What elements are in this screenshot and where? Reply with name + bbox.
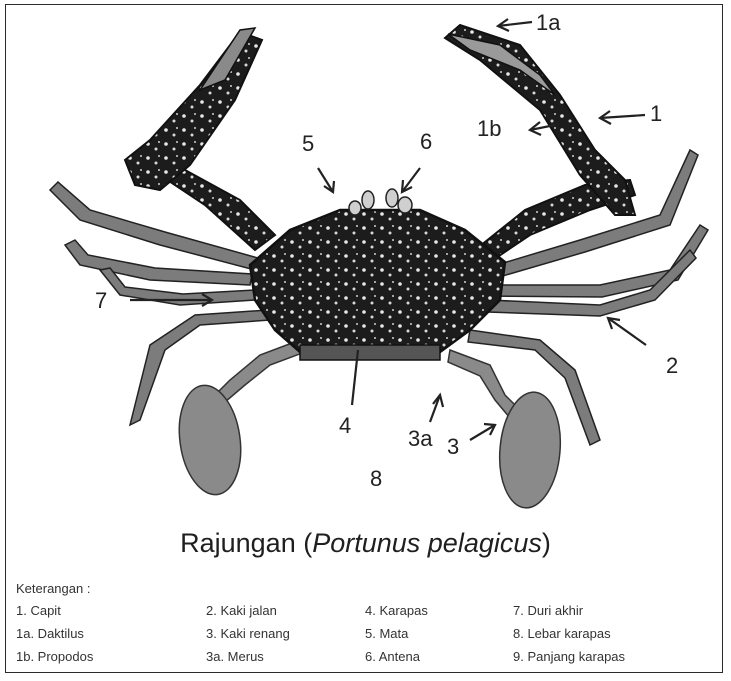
carapace: [250, 210, 505, 352]
legend-item: 1a. Daktilus: [16, 626, 84, 641]
legend-item: 7. Duri akhir: [513, 603, 583, 618]
callout-1a: 1a: [536, 12, 560, 34]
title-main: Rajungan (: [180, 528, 312, 558]
legend-item: 9. Panjang karapas: [513, 649, 625, 664]
callout-7: 7: [95, 290, 107, 312]
figure-title: Rajungan (Portunus pelagicus): [0, 528, 731, 559]
callout-3: 3: [447, 436, 459, 458]
title-species: Portunus pelagicus: [312, 528, 542, 558]
legend-item: 4. Karapas: [365, 603, 428, 618]
callout-2: 2: [666, 355, 678, 377]
swimming-legs: [173, 340, 565, 510]
legend-item: 1b. Propodos: [16, 649, 93, 664]
legend-item: 5. Mata: [365, 626, 408, 641]
legend-item: 3a. Merus: [206, 649, 264, 664]
legend-item: 2. Kaki jalan: [206, 603, 277, 618]
callout-1b: 1b: [477, 118, 501, 140]
legend-item: 1. Capit: [16, 603, 61, 618]
callout-1: 1: [650, 103, 662, 125]
abdomen-edge: [300, 345, 440, 360]
legend-item: 8. Lebar karapas: [513, 626, 611, 641]
legend-heading: Keterangan :: [16, 581, 90, 596]
callout-6: 6: [420, 131, 432, 153]
left-claw: [125, 28, 275, 250]
legend-item: 6. Antena: [365, 649, 420, 664]
right-claw: [445, 25, 635, 262]
callout-8: 8: [370, 468, 382, 490]
callout-3a: 3a: [408, 428, 432, 450]
legend-item: 3. Kaki renang: [206, 626, 290, 641]
title-close: ): [542, 528, 551, 558]
callout-5: 5: [302, 133, 314, 155]
callout-4: 4: [339, 415, 351, 437]
